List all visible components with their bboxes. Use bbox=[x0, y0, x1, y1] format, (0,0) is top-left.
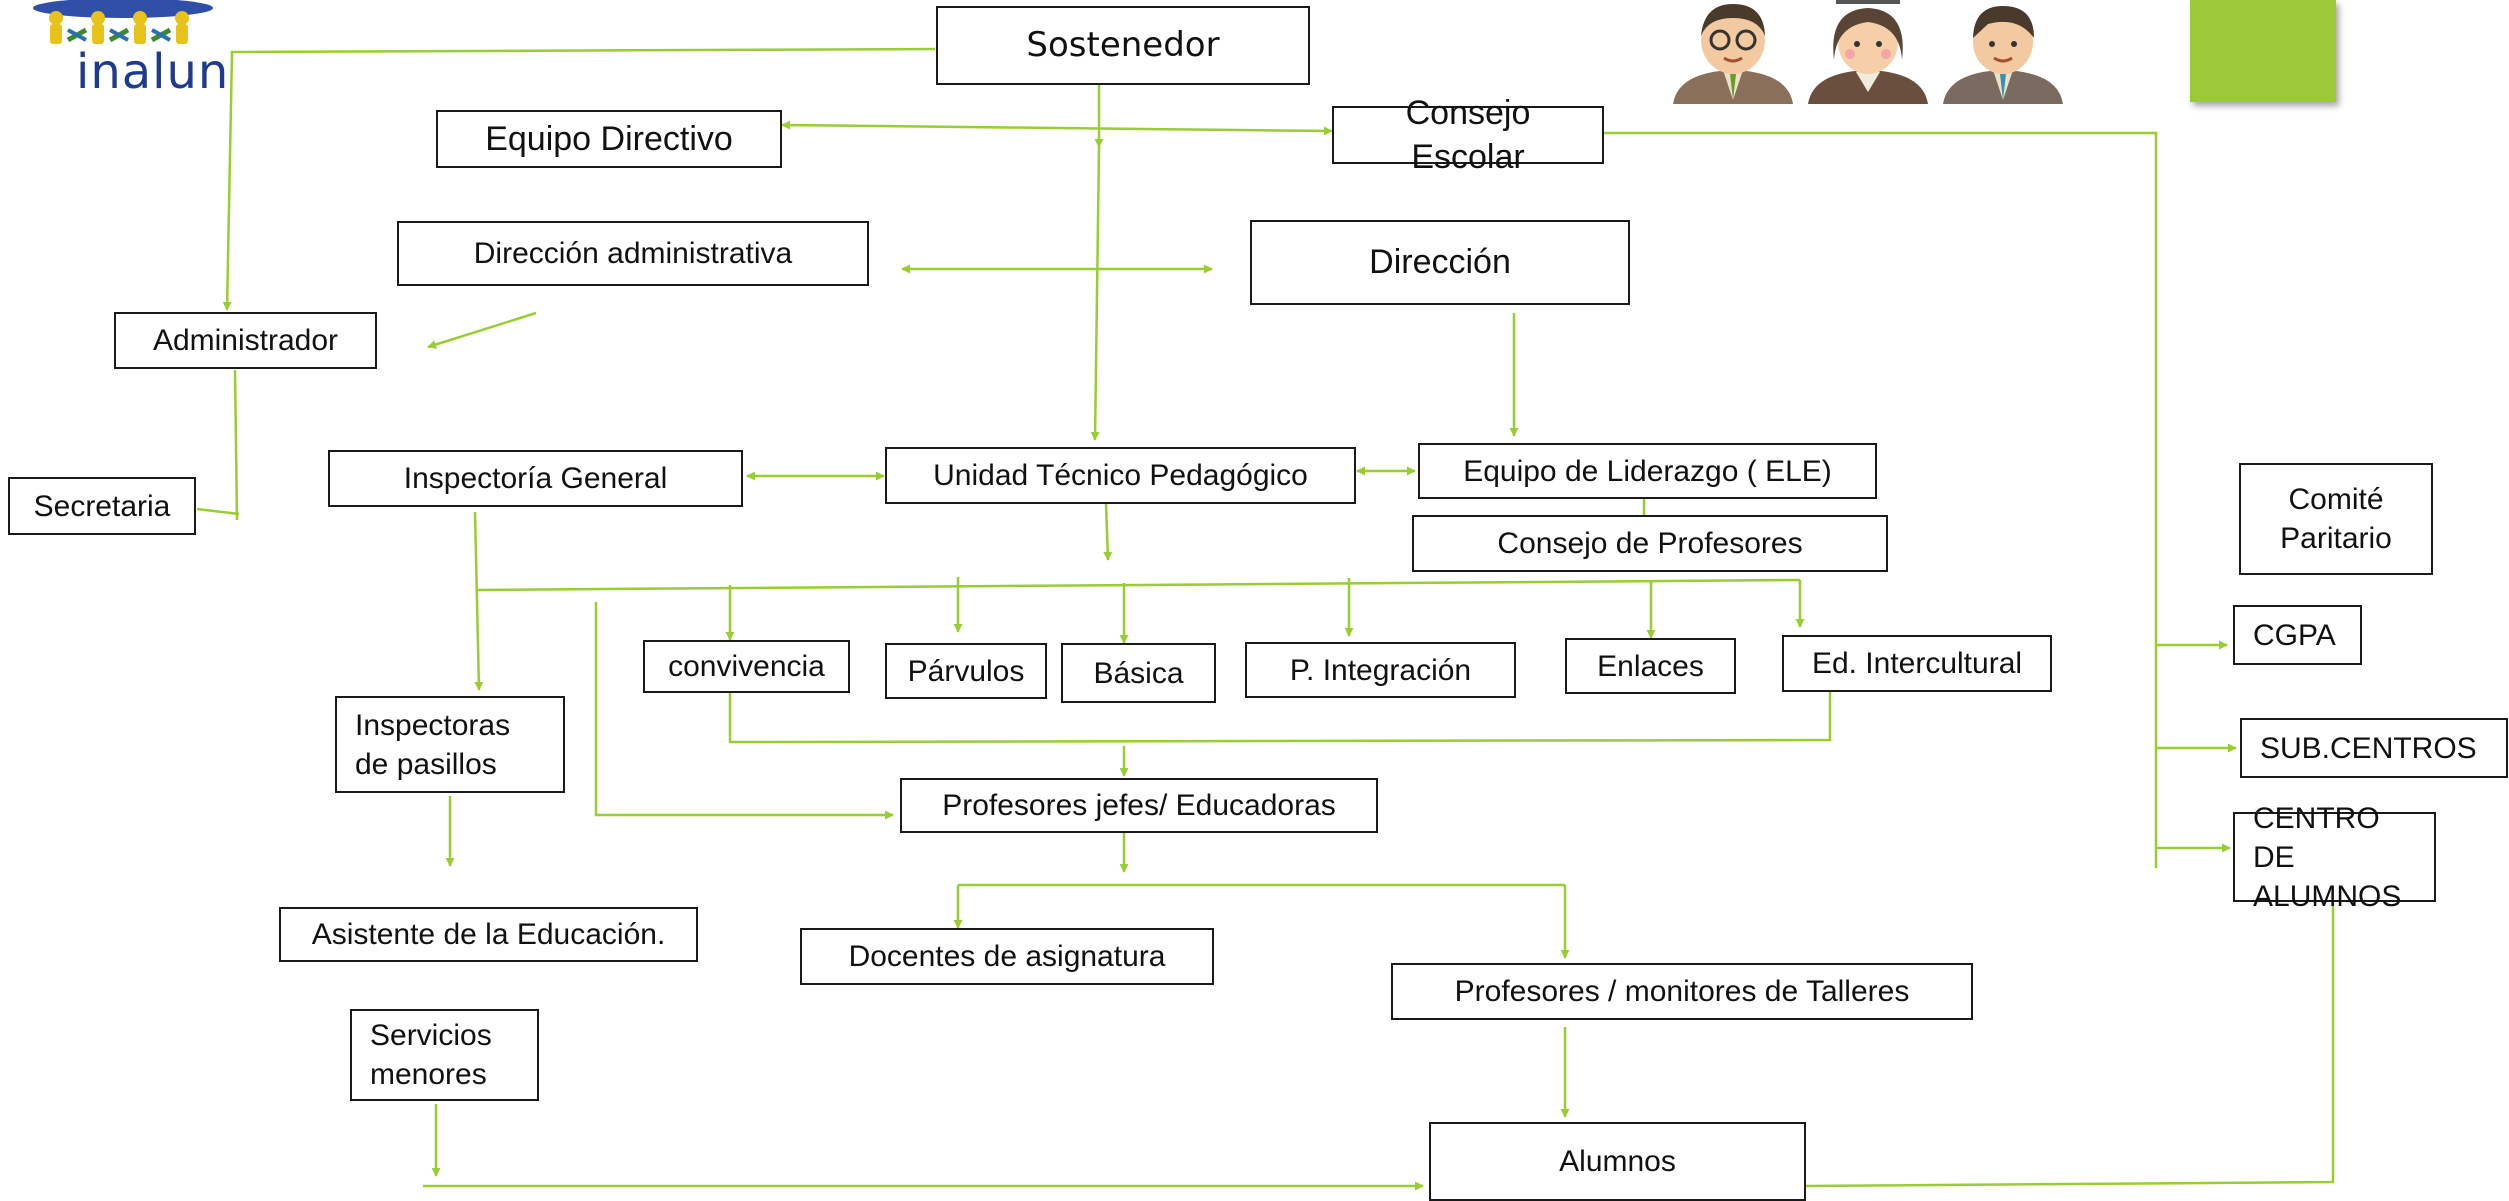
node-consejo-escolar: Consejo Escolar bbox=[1332, 94, 1604, 176]
three-staff-people-icon bbox=[1673, 0, 2063, 104]
node-inspectoria-general: Inspectoría General bbox=[328, 450, 743, 507]
node-basica: Básica bbox=[1061, 643, 1216, 703]
green-accent-square bbox=[2190, 0, 2336, 102]
node-consejo-profesores: Consejo de Profesores bbox=[1412, 515, 1888, 572]
node-equipo-liderazgo: Equipo de Liderazgo ( ELE) bbox=[1418, 443, 1877, 499]
logo-figures-icon bbox=[33, 0, 213, 44]
node-enlaces: Enlaces bbox=[1565, 638, 1736, 694]
node-asistente-educacion: Asistente de la Educación. bbox=[279, 907, 698, 962]
node-direccion-administrativa: Dirección administrativa bbox=[397, 221, 869, 286]
node-unidad-tecnico-pedagogico: Unidad Técnico Pedagógico bbox=[885, 447, 1356, 504]
node-parvulos: Párvulos bbox=[885, 643, 1047, 699]
inalun-logo: inalun bbox=[28, 0, 228, 106]
node-sostenedor: Sostenedor bbox=[936, 6, 1310, 85]
node-secretaria: Secretaria bbox=[8, 477, 196, 535]
node-comite-paritario: Comité Paritario bbox=[2239, 463, 2433, 575]
node-inspectoras-pasillos: Inspectoras de pasillos bbox=[335, 696, 565, 793]
node-alumnos: Alumnos bbox=[1429, 1122, 1806, 1201]
node-equipo-directivo: Equipo Directivo bbox=[436, 110, 782, 168]
comite-line-1: Comité bbox=[2288, 483, 2384, 516]
node-profesores-jefes: Profesores jefes/ Educadoras bbox=[900, 778, 1378, 833]
node-docentes-asignatura: Docentes de asignatura bbox=[800, 928, 1214, 985]
node-administrador: Administrador bbox=[114, 312, 377, 369]
node-p-integracion: P. Integración bbox=[1245, 642, 1516, 698]
node-profesores-talleres: Profesores / monitores de Talleres bbox=[1391, 963, 1973, 1020]
logo-text: inalun bbox=[76, 44, 230, 100]
node-direccion: Dirección bbox=[1250, 220, 1630, 305]
node-subcentros: SUB.CENTROS bbox=[2240, 718, 2508, 778]
node-convivencia: convivencia bbox=[643, 640, 850, 693]
node-ed-intercultural: Ed. Intercultural bbox=[1782, 635, 2052, 692]
node-cgpa: CGPA bbox=[2233, 605, 2362, 665]
node-centro-alumnos: CENTRO DE ALUMNOS bbox=[2233, 802, 2436, 913]
node-servicios-menores: Servicios menores bbox=[350, 1009, 539, 1101]
comite-line-2: Paritario bbox=[2280, 522, 2392, 555]
